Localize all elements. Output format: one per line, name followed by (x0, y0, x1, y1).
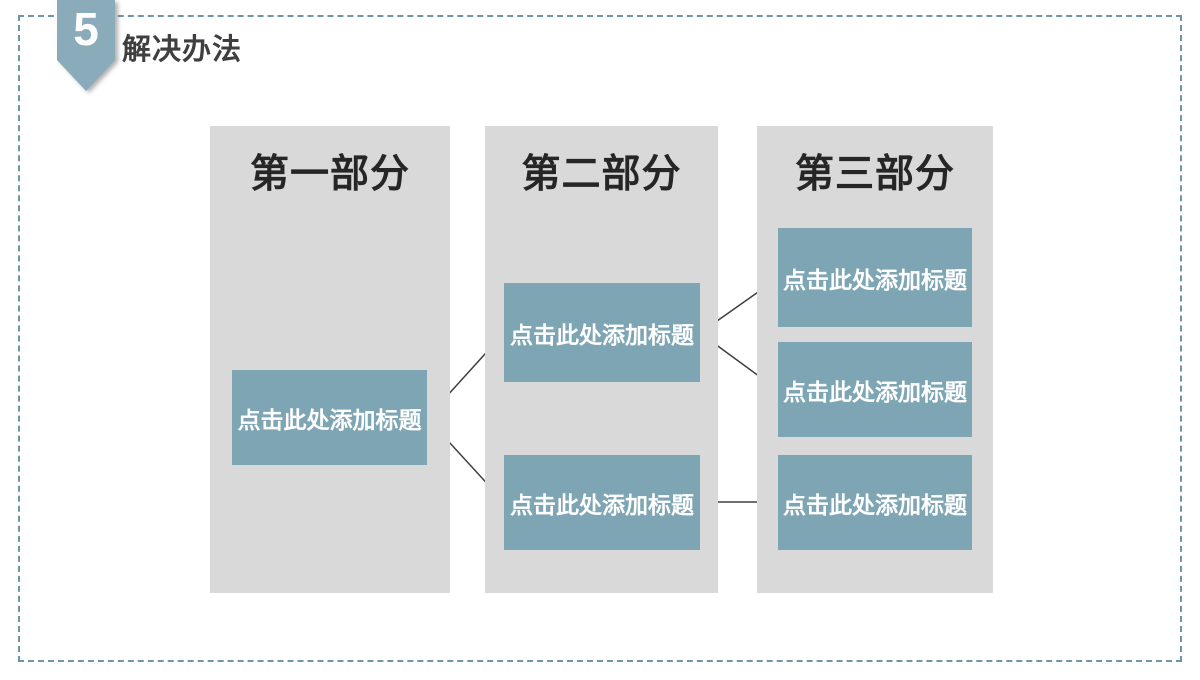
slide-title: 解决办法 (122, 34, 243, 66)
part2-title-placeholder-1[interactable]: 点击此处添加标题 (504, 283, 700, 382)
column-part2-header: 第二部分 (521, 153, 682, 196)
part3-title-placeholder-2[interactable]: 点击此处添加标题 (778, 342, 972, 437)
section-number-badge: 5 (57, 0, 115, 91)
part3-title-placeholder-1[interactable]: 点击此处添加标题 (778, 228, 972, 327)
part3-title-placeholder-3[interactable]: 点击此处添加标题 (778, 455, 972, 550)
part2-title-placeholder-2[interactable]: 点击此处添加标题 (504, 455, 700, 550)
column-part1-header: 第一部分 (249, 153, 410, 196)
column-part1: 第一部分 (210, 126, 450, 593)
badge-pentagon-shape: 5 (57, 0, 115, 91)
slide-dashed-border (18, 15, 1182, 662)
badge-number: 5 (73, 3, 99, 55)
column-part3-header: 第三部分 (794, 153, 955, 196)
part1-title-placeholder[interactable]: 点击此处添加标题 (232, 370, 427, 465)
